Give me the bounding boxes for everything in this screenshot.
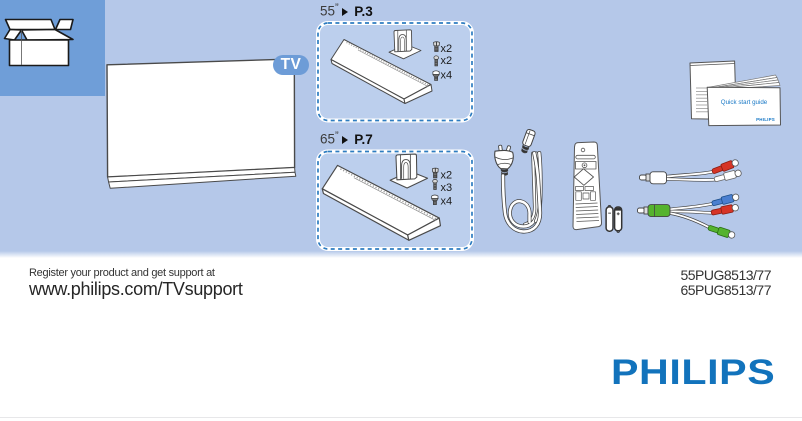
svg-text:x2: x2 xyxy=(441,55,453,67)
svg-text:x2: x2 xyxy=(441,170,453,182)
svg-text:x2: x2 xyxy=(441,43,453,55)
svg-text:x4: x4 xyxy=(441,196,453,208)
svg-text:x4: x4 xyxy=(441,70,453,82)
svg-text:x3: x3 xyxy=(441,182,453,194)
